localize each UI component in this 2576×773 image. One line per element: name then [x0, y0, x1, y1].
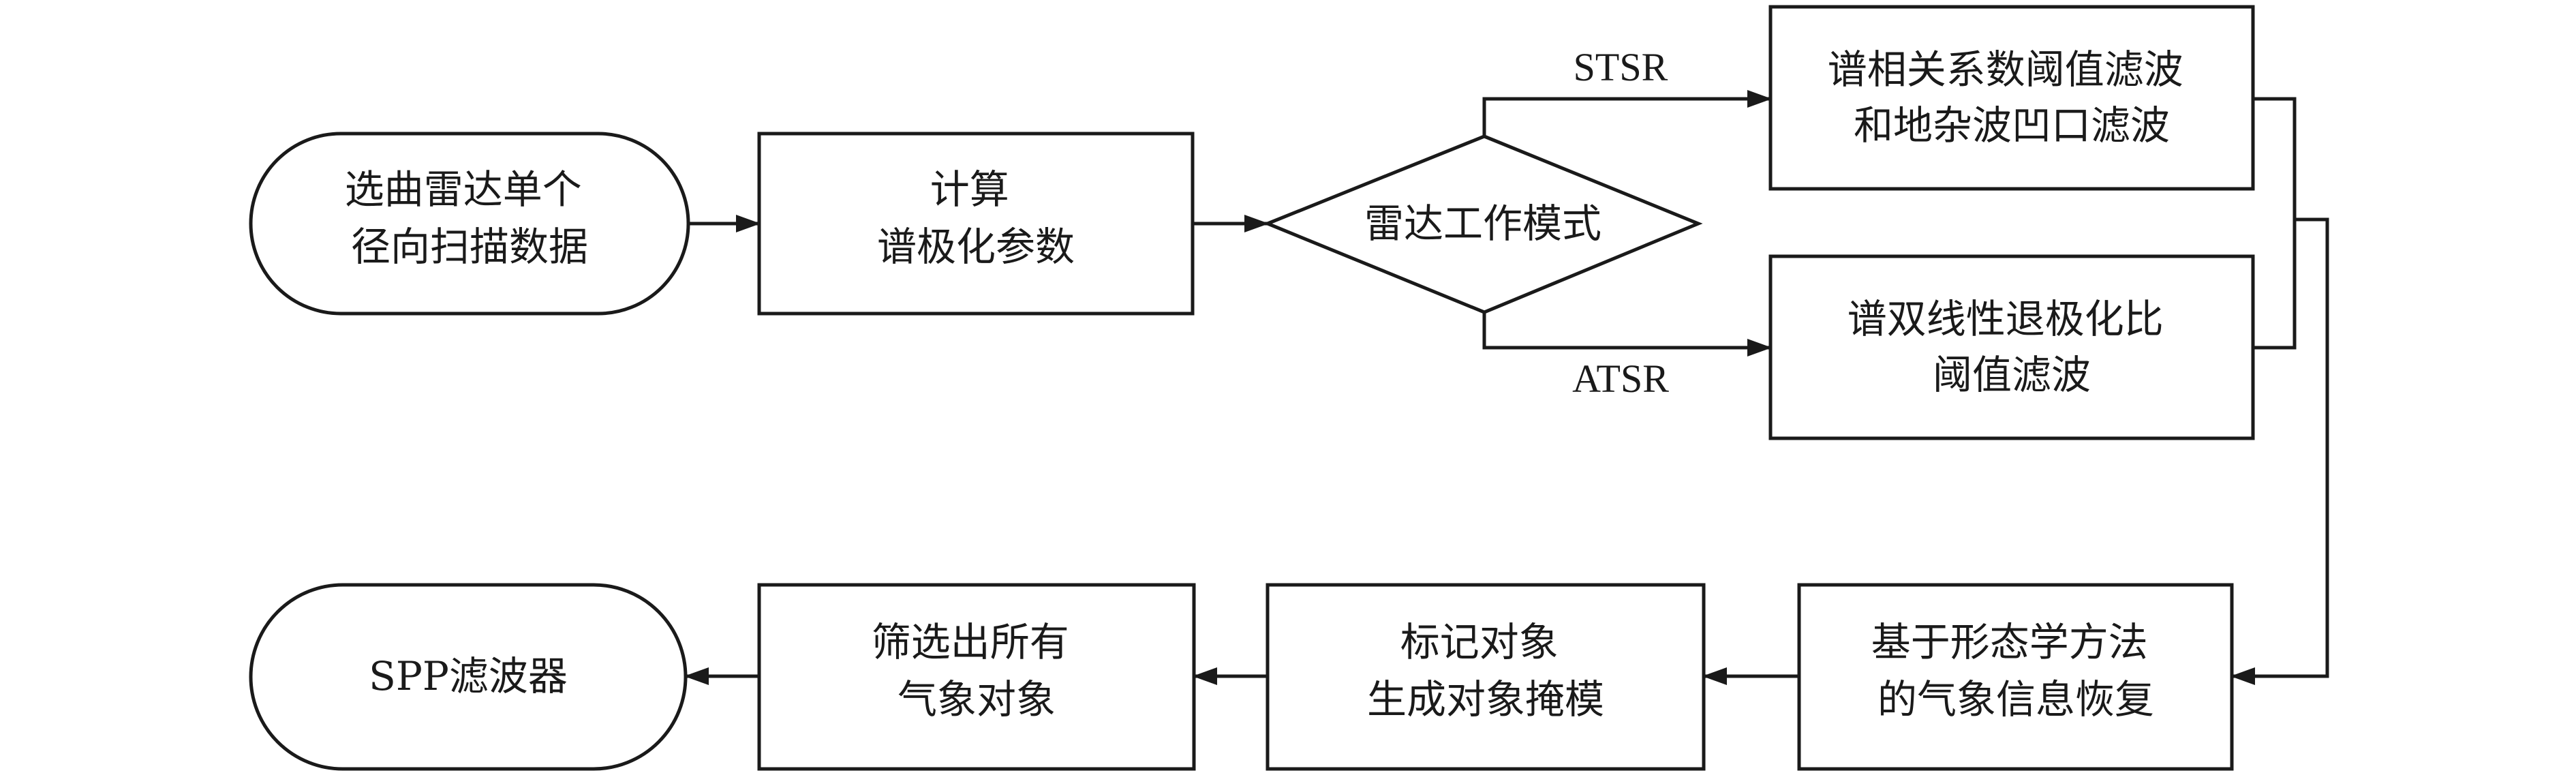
start-label-line-1: 选曲雷达单个: [345, 166, 582, 213]
edge-decision-to-atsr: [1482, 312, 1772, 357]
mark-box: [1266, 583, 1706, 771]
edge-merge-to-morph: [2230, 217, 2329, 685]
stsr-filter-box: [1768, 5, 2255, 191]
connectors: [684, 90, 2329, 685]
atsr-filter-box: [1768, 254, 2255, 440]
compute-box: [757, 132, 1195, 316]
node-start: 选曲雷达单个 径向扫描数据: [249, 132, 690, 316]
stsr-filter-label-line-2: 和地杂波凹口滤波: [1854, 102, 2170, 149]
edge-decision-to-stsr: [1482, 90, 1772, 136]
end-label-line-1: SPP滤波器: [369, 653, 568, 699]
edge-label-atsr: ATSR: [1572, 357, 1669, 401]
node-morph: 基于形态学方法 的气象信息恢复: [1797, 583, 2234, 771]
edge-label-stsr: STSR: [1574, 45, 1668, 89]
decision-label-line-1: 雷达工作模式: [1364, 200, 1601, 247]
compute-label-line-1: 计算: [930, 166, 1009, 213]
atsr-filter-label-line-1: 谱双线性退极化比: [1847, 296, 2164, 342]
mark-label: 标记对象 生成对象掩模: [1367, 619, 1604, 723]
node-atsr-filter: 谱双线性退极化比 阈值滤波: [1768, 254, 2255, 440]
stsr-filter-label: 谱相关系数阈值滤波 和地杂波凹口滤波: [1828, 46, 2196, 149]
node-mark: 标记对象 生成对象掩模: [1266, 583, 1706, 771]
decision-diamond: [1263, 134, 1703, 314]
select-label: 筛选出所有 气象对象: [872, 619, 1082, 723]
end-label: SPP滤波器: [369, 653, 568, 699]
morph-label-line-1: 基于形态学方法: [1871, 619, 2148, 665]
compute-label-line-2: 谱极化参数: [877, 224, 1075, 270]
node-compute: 计算 谱极化参数: [757, 132, 1195, 316]
decision-label: 雷达工作模式: [1364, 200, 1601, 247]
end-terminator-shape: [249, 583, 688, 771]
node-select: 筛选出所有 气象对象: [757, 583, 1196, 771]
node-stsr-filter: 谱相关系数阈值滤波 和地杂波凹口滤波: [1768, 5, 2255, 191]
atsr-filter-label: 谱双线性退极化比 阈值滤波: [1847, 296, 2176, 398]
morph-label: 基于形态学方法 的气象信息恢复: [1871, 619, 2160, 723]
stsr-filter-label-line-1: 谱相关系数阈值滤波: [1828, 46, 2183, 93]
atsr-filter-label-line-2: 阈值滤波: [1933, 352, 2091, 398]
start-terminator-shape: [249, 132, 690, 316]
start-label-line-2: 径向扫描数据: [351, 224, 588, 270]
select-label-line-2: 气象对象: [898, 676, 1056, 723]
start-label: 选曲雷达单个 径向扫描数据: [345, 166, 594, 270]
edge-atsr-merge: [2253, 219, 2297, 350]
node-end: SPP滤波器: [249, 583, 688, 771]
node-decision: 雷达工作模式: [1263, 134, 1703, 314]
mark-label-line-2: 生成对象掩模: [1367, 676, 1604, 723]
select-label-line-1: 筛选出所有: [872, 619, 1069, 665]
edge-stsr-merge: [2253, 97, 2297, 219]
compute-label: 计算 谱极化参数: [877, 166, 1075, 270]
morph-box: [1797, 583, 2234, 771]
select-box: [757, 583, 1196, 771]
morph-label-line-2: 的气象信息恢复: [1877, 676, 2154, 723]
mark-label-line-1: 标记对象: [1400, 619, 1559, 665]
